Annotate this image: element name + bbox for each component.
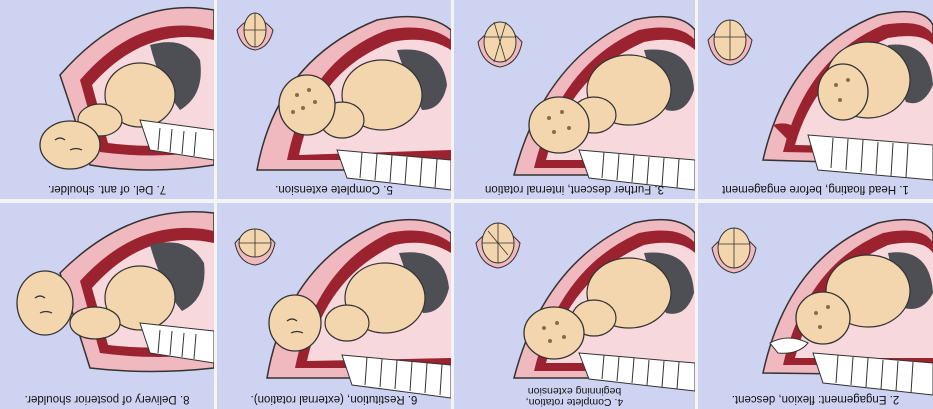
panel-stage-2: 2. Engagement: flexion, descent.: [698, 203, 933, 409]
caption-stage-4: 4. Complete rotation, beginning extensio…: [454, 385, 695, 407]
stage-7-illustration: [0, 0, 214, 199]
stage-6-illustration: [217, 203, 451, 409]
caption-stage-3: 3. Further descent, internal rotation: [454, 183, 695, 195]
column-divider-1: [214, 0, 217, 409]
stage-2-illustration: [698, 203, 933, 409]
stage-4-illustration: [454, 203, 695, 409]
panel-stage-3: 3. Further descent, internal rotation: [454, 0, 695, 199]
caption-stage-7: 7. Del. of ant. shoulder.: [0, 183, 214, 195]
stage-8-illustration: [0, 203, 214, 409]
panel-stage-5: 5. Complete extension.: [217, 0, 451, 199]
column-divider-2: [451, 0, 454, 409]
caption-stage-1: 1. Head floating, before engagement: [698, 183, 933, 195]
panel-stage-7: 7. Del. of ant. shoulder.: [0, 0, 214, 199]
panel-stage-4: 4. Complete rotation, beginning extensio…: [454, 203, 695, 409]
panel-stage-8: 8. Delivery of posterior shoulder.: [0, 203, 214, 409]
stage-5-illustration: [217, 0, 451, 199]
stage-1-illustration: [698, 0, 933, 199]
stage-3-illustration: [454, 0, 695, 199]
caption-stage-6: 6. Restitution, (external rotation).: [217, 393, 451, 405]
caption-stage-4-line-1: 4. Complete rotation,: [454, 396, 695, 407]
caption-stage-4-line-2: beginning extension: [454, 385, 695, 396]
caption-stage-8: 8. Delivery of posterior shoulder.: [0, 393, 214, 405]
caption-stage-2: 2. Engagement: flexion, descent.: [698, 393, 933, 405]
panel-stage-1: 1. Head floating, before engagement: [698, 0, 933, 199]
column-divider-3: [695, 0, 698, 409]
row-divider: [0, 199, 933, 203]
panel-stage-6: 6. Restitution, (external rotation).: [217, 203, 451, 409]
caption-stage-5: 5. Complete extension.: [217, 183, 451, 195]
